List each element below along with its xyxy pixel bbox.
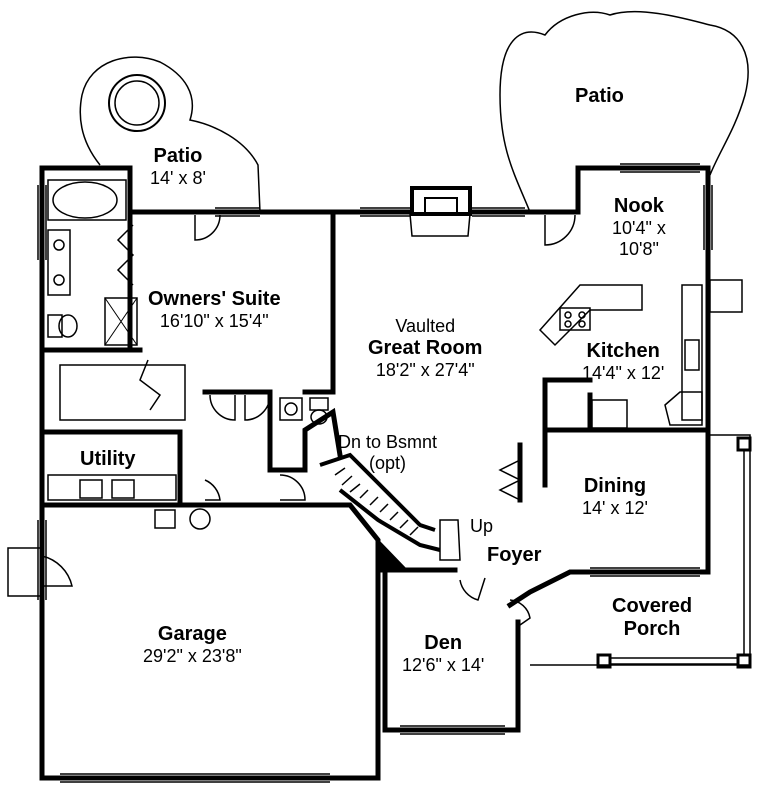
porch-line1: Covered — [612, 595, 693, 617]
room-name: Great Room — [368, 336, 483, 359]
stairs-down-line1: Dn to Bsmnt — [338, 432, 438, 452]
room-dimensions-line1: 10'4" x — [612, 218, 666, 238]
room-name: Den — [424, 632, 463, 654]
room-label-owners-suite: Owners' Suite 16'10" x 15'4" — [148, 288, 281, 332]
stairs-up-text: Up — [470, 516, 494, 536]
walls — [39, 165, 711, 781]
patio-outlines — [79, 10, 749, 213]
room-dimensions: 14'4" x 12' — [582, 363, 665, 383]
room-name: Owners' Suite — [148, 288, 281, 310]
hot-tub-inner — [114, 80, 160, 126]
stairs-up-label: Up — [470, 516, 493, 537]
room-label-den: Den 12'6" x 14' — [402, 632, 484, 676]
bath-fixtures — [47, 179, 329, 425]
room-name: Nook — [613, 195, 664, 217]
hot-tub — [108, 74, 166, 132]
room-dimensions-line2: 10'8" — [619, 238, 659, 259]
room-name: Foyer — [487, 544, 542, 566]
room-dimensions: 29'2" x 23'8" — [143, 646, 242, 666]
room-prefix: Vaulted — [395, 316, 456, 336]
patio-suite-outline — [79, 56, 261, 213]
porch-line2: Porch — [623, 618, 681, 640]
windows — [37, 163, 713, 783]
room-dimensions: 12'6" x 14' — [402, 655, 485, 675]
patio-main-outline — [499, 10, 749, 213]
kitchen-fixtures — [538, 279, 743, 429]
room-label-great-room: Vaulted Great Room 18'2" x 27'4" — [368, 316, 482, 380]
stairs-down-label: Dn to Bsmnt (opt) — [338, 432, 437, 473]
stairs — [319, 452, 461, 569]
utility-fixtures — [47, 474, 211, 530]
room-label-covered-porch: Covered Porch — [612, 595, 692, 641]
room-label-nook: Nook 10'4" x 10'8" — [612, 195, 666, 259]
room-dimensions: 14' x 12' — [582, 498, 648, 518]
room-label-garage: Garage 29'2" x 23'8" — [143, 623, 242, 667]
room-name: Dining — [583, 475, 647, 497]
room-dimensions: 18'2" x 27'4" — [375, 359, 475, 380]
room-name: Garage — [157, 623, 227, 645]
room-name: Kitchen — [586, 340, 660, 362]
room-name: Patio — [575, 85, 624, 107]
room-dimensions: 16'10" x 15'4" — [159, 311, 269, 331]
covered-porch — [530, 434, 752, 669]
room-label-utility: Utility — [80, 448, 136, 471]
room-label-patio-suite: Patio 14' x 8' — [150, 145, 206, 189]
room-label-patio-main: Patio — [575, 85, 624, 108]
room-label-kitchen: Kitchen 14'4" x 12' — [582, 340, 664, 384]
room-label-dining: Dining 14' x 12' — [582, 475, 648, 519]
room-label-foyer: Foyer — [487, 544, 541, 567]
fireplace — [409, 186, 472, 237]
stairs-down-line2: (opt) — [369, 452, 407, 473]
doors — [7, 214, 576, 626]
room-name: Patio — [153, 145, 203, 167]
room-name: Utility — [80, 448, 136, 470]
room-dimensions: 14' x 8' — [150, 168, 206, 188]
